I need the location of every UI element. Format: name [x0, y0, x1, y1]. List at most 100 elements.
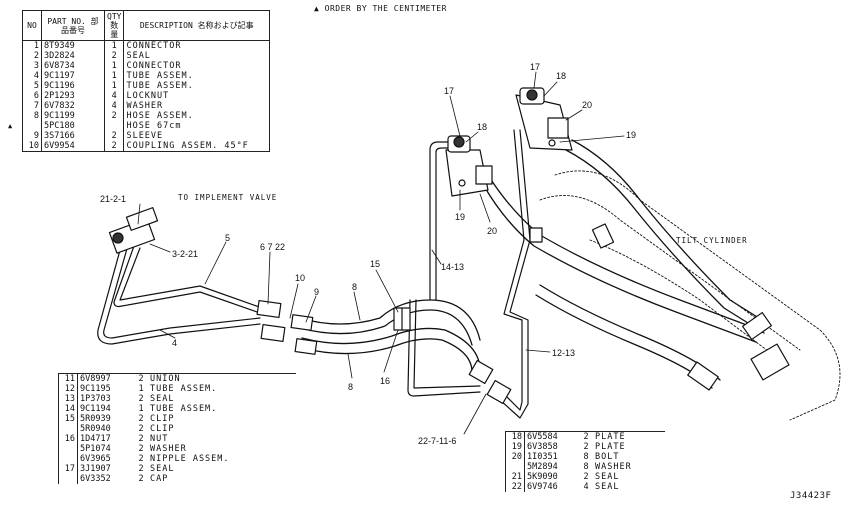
cell-no: 14 — [58, 404, 78, 414]
cell-qty: 2 — [138, 434, 144, 444]
cell-no — [58, 424, 78, 434]
cell-desc: CAP — [150, 474, 169, 484]
cell-no: 22 — [505, 482, 525, 492]
cell-part: 5R0939 — [80, 414, 111, 424]
callout-10: 10 — [295, 273, 305, 283]
cell-qty: 1 — [138, 404, 144, 414]
cell-part: 5P1074 — [80, 444, 111, 454]
cell-no: 19 — [505, 442, 525, 452]
cell-no: 4 — [22, 71, 42, 81]
cell-desc: PLATE — [595, 432, 626, 442]
cell-qty: 2 — [138, 374, 144, 384]
cell-part: 1D4717 — [80, 434, 111, 444]
cell-part: 9C1195 — [80, 384, 111, 394]
cell-qty: 2 — [138, 454, 144, 464]
cell-part: 9C1194 — [80, 404, 111, 414]
callout-21-2-1: 21-2-1 — [100, 194, 126, 204]
cell-qty: 4 — [583, 482, 589, 492]
callout-19-right: 19 — [626, 130, 636, 140]
callout-19-left: 19 — [455, 212, 465, 222]
cell-no — [22, 121, 42, 131]
callout-15: 15 — [370, 259, 380, 269]
cell-no: 16 — [58, 434, 78, 444]
cell-part: 6V9746 — [527, 482, 558, 492]
cell-part: 3S7166 — [41, 131, 105, 141]
cell-part: 9C1197 — [41, 71, 105, 81]
table-row: 6V3965 2 NIPPLE ASSEM. — [58, 454, 297, 464]
cell-desc: PLATE — [595, 442, 626, 452]
cell-part: 3J1907 — [80, 464, 111, 474]
cell-no: 1 — [22, 40, 42, 51]
cell-part: 6V9954 — [41, 141, 105, 152]
cell-desc: NIPPLE ASSEM. — [150, 454, 230, 464]
cell-qty: 1 — [138, 384, 144, 394]
cell-part: 5PC180 — [41, 121, 105, 131]
cell-desc: SEAL — [595, 482, 620, 492]
cell-desc: NUT — [150, 434, 169, 444]
cell-qty: 2 — [138, 444, 144, 454]
cell-qty: 2 — [583, 432, 589, 442]
cell-part: 1I0351 — [527, 452, 558, 462]
callout-22-7-11-6: 22-7-11-6 — [418, 436, 456, 446]
cell-no: 11 — [58, 373, 78, 384]
hose-upper-left-to-cylinder — [483, 174, 761, 343]
cell-qty: 1 — [104, 71, 125, 81]
cell-qty: 2 — [104, 111, 125, 121]
cell-qty: 2 — [104, 131, 125, 141]
callout-4: 4 — [172, 338, 177, 348]
cell-no — [58, 454, 78, 464]
cell-qty: 2 — [583, 472, 589, 482]
cell-part: 1P3703 — [80, 394, 111, 404]
cell-desc: TUBE ASSEM. — [150, 384, 218, 394]
cell-desc: CLIP — [150, 414, 175, 424]
cell-desc: HOSE 67cm — [126, 121, 182, 131]
cell-part: 3D2824 — [41, 51, 105, 61]
hose-8-lower — [301, 327, 481, 373]
cell-part: 6V3858 — [527, 442, 558, 452]
cell-desc: CLIP — [150, 424, 175, 434]
cell-part: 8T9349 — [41, 40, 105, 51]
cell-desc: CONNECTOR — [126, 61, 182, 71]
cell-no — [58, 444, 78, 454]
order-marker-icon: ▲ — [8, 122, 13, 130]
parts-table-main: NO PART NO. 部品番号 QTY 数量 DESCRIPTION 名称およ… — [22, 10, 270, 152]
cell-no: 5 — [22, 81, 42, 91]
callout-17-right: 17 — [530, 62, 540, 72]
callout-17-left: 17 — [444, 86, 454, 96]
cell-qty: 2 — [104, 141, 125, 152]
cell-part: 6V3352 — [80, 474, 111, 484]
cell-part: 5M2894 — [527, 462, 558, 472]
cell-qty: 4 — [104, 101, 125, 111]
table-row: 5PC180 HOSE 67cm — [22, 121, 270, 131]
cell-desc: TUBE ASSEM. — [126, 71, 194, 81]
cell-part: 9C1199 — [41, 111, 105, 121]
cell-part: 2P1293 — [41, 91, 105, 101]
bracket-upper-right — [515, 87, 573, 151]
cell-qty: 4 — [104, 91, 125, 101]
cell-no: 3 — [22, 61, 42, 71]
callout-3-2-21: 3-2-21 — [172, 249, 198, 259]
cylinder-end-fittings — [529, 223, 790, 391]
cell-desc: SEAL — [126, 51, 151, 61]
tube-5 — [113, 245, 263, 314]
callout-5: 5 — [225, 233, 230, 243]
cell-desc: SLEEVE — [126, 131, 164, 141]
cell-no: 8 — [22, 111, 42, 121]
cell-qty: 2 — [138, 394, 144, 404]
callout-20-right: 20 — [582, 100, 592, 110]
cell-part: 6V3965 — [80, 454, 111, 464]
